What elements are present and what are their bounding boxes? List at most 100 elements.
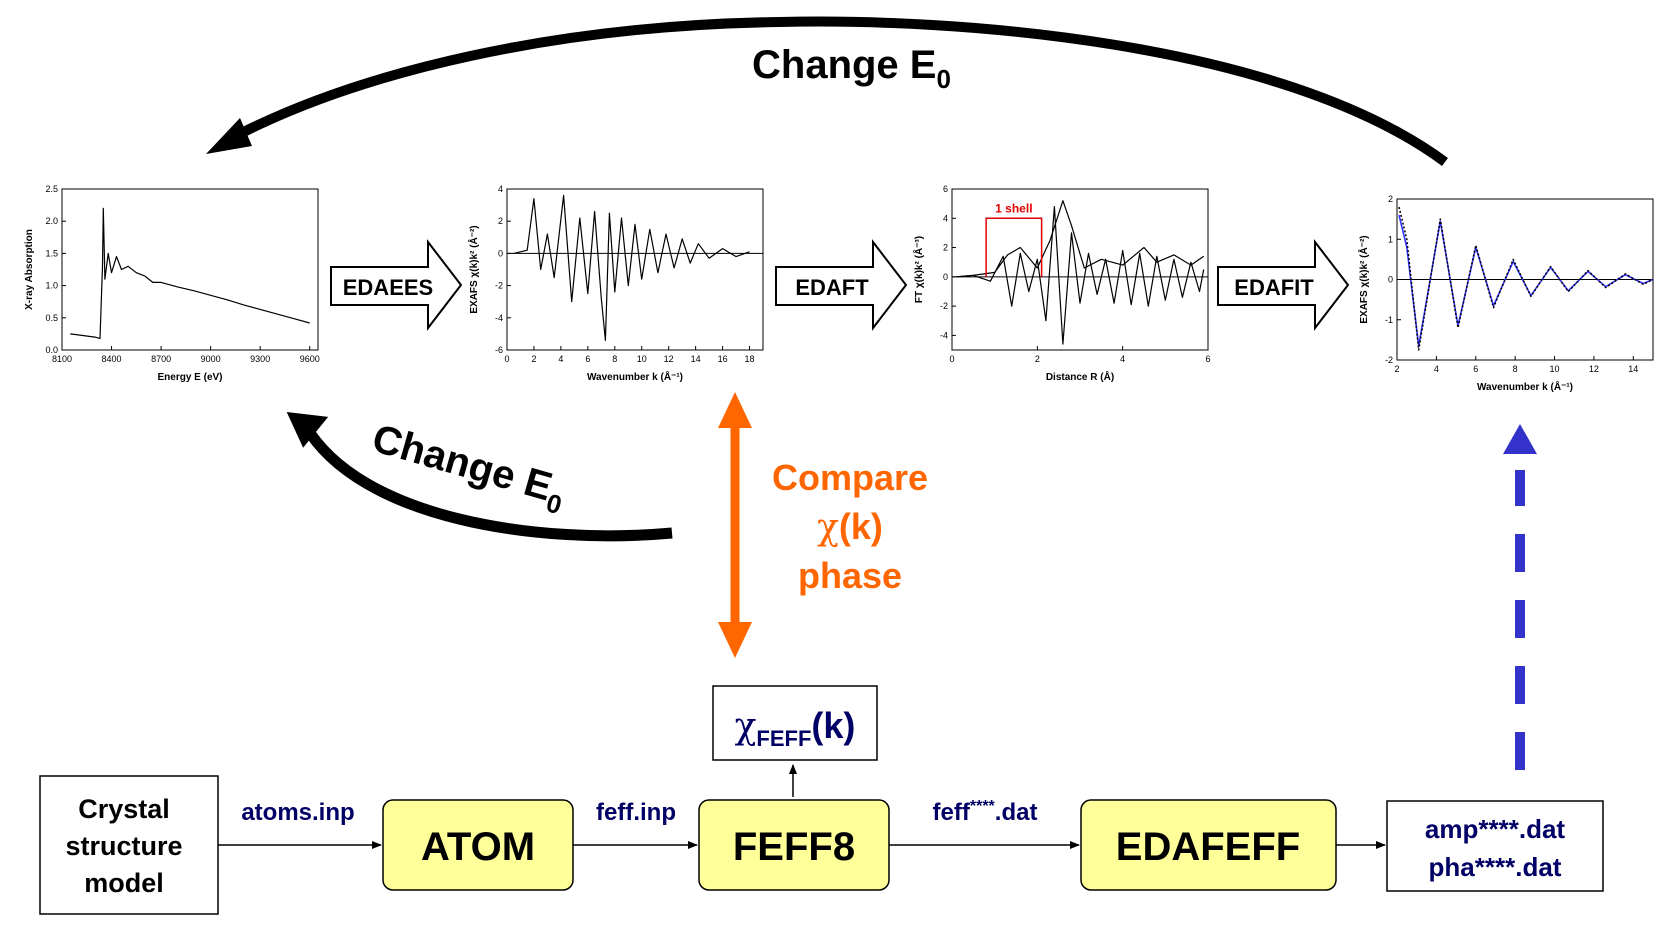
- x-tick-label: 10: [1550, 364, 1560, 374]
- compare-line2: χ(k): [817, 506, 883, 548]
- x-axis-label: Distance R (Å): [1046, 370, 1114, 383]
- x-tick-label: 9000: [201, 354, 221, 364]
- y-tick-label: -2: [495, 281, 503, 291]
- y-axis-label: EXAFS χ(k)k² (Å⁻²): [1357, 235, 1370, 323]
- svg-text:FEFF8: FEFF8: [733, 825, 855, 869]
- feff-inp-label: feff.inp: [596, 799, 676, 826]
- x-axis-label: Wavenumber k (Å⁻¹): [587, 370, 683, 383]
- x-tick-label: 8: [1513, 364, 1518, 374]
- y-axis-label: X-ray Absorption: [24, 229, 35, 310]
- chart-frame: [506, 188, 764, 351]
- y-tick-label: 1: [1388, 234, 1393, 244]
- y-tick-label: -1: [1385, 315, 1393, 325]
- x-tick-label: 18: [745, 354, 755, 364]
- x-tick-label: 9300: [250, 354, 270, 364]
- x-tick-label: 10: [637, 354, 647, 364]
- series-line-1: [70, 207, 310, 339]
- atom-box: ATOM: [382, 799, 574, 891]
- output-files-box: amp****.dat pha****.dat: [1386, 800, 1604, 892]
- y-axis-label: EXAFS χ(k)k² (Å⁻²): [467, 225, 480, 313]
- y-tick-label: 0: [498, 248, 503, 258]
- y-tick-label: 0: [943, 272, 948, 282]
- y-tick-label: 6: [943, 184, 948, 194]
- x-tick-label: 2: [1394, 364, 1399, 374]
- x-tick-label: 0: [504, 354, 509, 364]
- edaees-arrow: EDAEES: [330, 239, 463, 331]
- y-tick-label: -4: [940, 330, 948, 340]
- series-line-1: [956, 200, 1205, 278]
- series-line-2: [1398, 206, 1654, 351]
- x-tick-label: 4: [1434, 364, 1439, 374]
- x-tick-label: 8: [612, 354, 617, 364]
- dashed-fit-arrow: [1503, 424, 1537, 770]
- svg-text:EDAEES: EDAEES: [343, 275, 433, 300]
- y-tick-label: 2.5: [45, 184, 58, 194]
- svg-text:Crystal: Crystal: [78, 794, 170, 824]
- atoms-inp-label: atoms.inp: [241, 799, 354, 826]
- chart-frame: [951, 188, 1209, 351]
- svg-text:pha****.dat: pha****.dat: [1429, 852, 1562, 882]
- y-tick-label: -6: [495, 345, 503, 355]
- y-tick-label: 1.5: [45, 248, 58, 258]
- x-axis-label: Wavenumber k (Å⁻¹): [1477, 380, 1573, 393]
- y-tick-label: 4: [943, 213, 948, 223]
- x-tick-label: 6: [585, 354, 590, 364]
- y-tick-label: 4: [498, 184, 503, 194]
- x-tick-label: 9600: [300, 354, 320, 364]
- chi-feff-label: χFEFF(k): [735, 705, 856, 751]
- x-axis-label: Energy E (eV): [157, 372, 222, 383]
- y-tick-label: -2: [1385, 355, 1393, 365]
- x-tick-label: 2: [531, 354, 536, 364]
- x-tick-label: 6: [1473, 364, 1478, 374]
- edafeff-box: EDAFEFF: [1080, 799, 1337, 891]
- y-tick-label: 0: [1388, 275, 1393, 285]
- x-tick-label: 4: [1120, 354, 1125, 364]
- edafit-arrow: EDAFIT: [1217, 239, 1350, 331]
- x-tick-label: 2: [1035, 354, 1040, 364]
- y-tick-label: -4: [495, 313, 503, 323]
- feff8-box: FEFF8: [698, 799, 890, 891]
- x-tick-label: 8400: [102, 354, 122, 364]
- svg-text:structure: structure: [65, 831, 182, 861]
- svg-text:amp****.dat: amp****.dat: [1425, 814, 1565, 844]
- y-tick-label: 0.0: [45, 345, 58, 355]
- y-tick-label: 0.5: [45, 313, 58, 323]
- x-tick-label: 12: [1589, 364, 1599, 374]
- svg-text:model: model: [84, 868, 164, 898]
- svg-text:EDAFT: EDAFT: [795, 275, 869, 300]
- compare-line1: Compare: [772, 457, 928, 498]
- series-line-2: [956, 206, 1205, 345]
- y-tick-label: 2: [498, 216, 503, 226]
- x-tick-label: 16: [718, 354, 728, 364]
- svg-text:ATOM: ATOM: [421, 825, 535, 869]
- y-tick-label: -2: [940, 301, 948, 311]
- y-tick-label: 2: [943, 243, 948, 253]
- x-tick-label: 8700: [151, 354, 171, 364]
- feff-dat-label: feff****.dat: [933, 798, 1038, 826]
- x-tick-label: 14: [1628, 364, 1638, 374]
- x-tick-label: 14: [691, 354, 701, 364]
- mid-change-e0-arrow: [286, 412, 673, 542]
- compare-line3: phase: [798, 555, 902, 596]
- x-tick-label: 12: [664, 354, 674, 364]
- y-axis-label: FT χ(k)k² (Å⁻³): [912, 236, 925, 303]
- svg-text:EDAFEFF: EDAFEFF: [1116, 825, 1300, 869]
- compare-double-arrow: [718, 392, 752, 658]
- mid-change-e0-label: Change E0: [366, 416, 571, 520]
- shell-bracket: [985, 217, 1043, 277]
- shell-annotation-label: 1 shell: [995, 201, 1032, 215]
- x-tick-label: 4: [558, 354, 563, 364]
- x-tick-label: 0: [949, 354, 954, 364]
- x-tick-label: 8100: [52, 354, 72, 364]
- top-change-e0-label: Change E0: [752, 43, 951, 94]
- series-line-1: [513, 194, 750, 341]
- y-tick-label: 2: [1388, 194, 1393, 204]
- edaft-arrow: EDAFT: [775, 239, 908, 331]
